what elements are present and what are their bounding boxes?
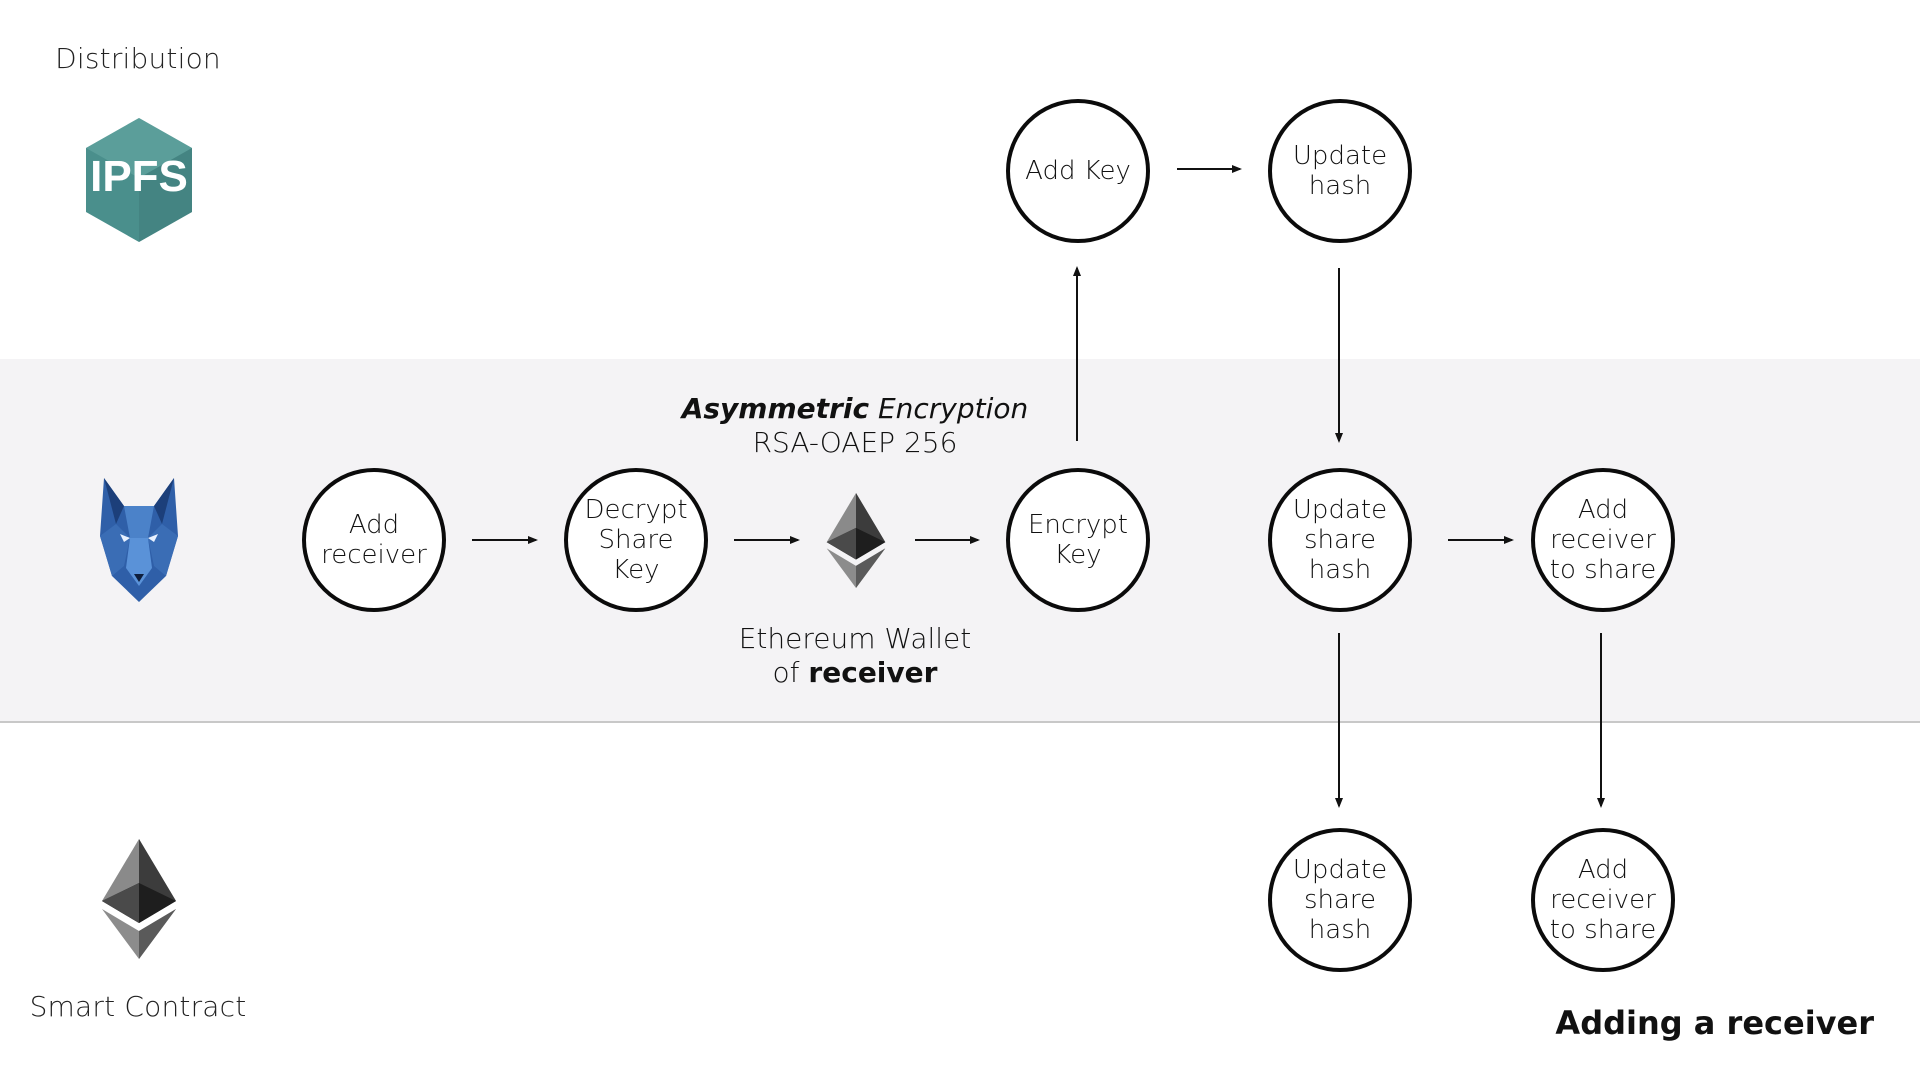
ethereum-wallet-icon: [826, 493, 886, 588]
node-add-key: Add Key: [1006, 99, 1150, 243]
encryption-algo-text: RSA-OAEP 256: [752, 426, 958, 459]
wallet-caption: Ethereum Wallet of receiver: [655, 622, 1055, 690]
wolf-logo-icon: [94, 476, 184, 604]
ipfs-logo-text: IPFS: [90, 152, 188, 201]
encryption-bold-text: Asymmetric: [681, 392, 870, 425]
node-update-share-hash-app: Update share hash: [1268, 468, 1412, 612]
encryption-caption: Asymmetric Encryption RSA-OAEP 256: [655, 392, 1055, 460]
node-update-share-hash-contract: Update share hash: [1268, 828, 1412, 972]
encryption-italic-text: Encryption: [869, 392, 1029, 425]
node-add-key-label: Add Key: [1025, 156, 1131, 186]
node-encrypt-key-label: Encrypt Key: [1028, 510, 1128, 570]
wallet-line2-bold: receiver: [808, 656, 938, 689]
ethereum-logo-icon: [102, 839, 176, 959]
node-decrypt-share-key: Decrypt Share Key: [564, 468, 708, 612]
node-add-receiver-to-share-app-label: Add receiver to share: [1549, 495, 1657, 585]
node-update-share-hash-contract-label: Update share hash: [1292, 855, 1388, 945]
wallet-line2-prefix: of: [772, 656, 809, 689]
node-decrypt-share-key-label: Decrypt Share Key: [584, 495, 688, 585]
lane-label-distribution: Distribution: [55, 42, 221, 75]
node-add-receiver-to-share-contract: Add receiver to share: [1531, 828, 1675, 972]
wallet-line1-text: Ethereum Wallet: [738, 622, 972, 655]
node-add-receiver-to-share-app: Add receiver to share: [1531, 468, 1675, 612]
node-add-receiver-to-share-contract-label: Add receiver to share: [1549, 855, 1657, 945]
diagram-title: Adding a receiver: [1555, 1004, 1874, 1042]
node-update-hash: Update hash: [1268, 99, 1412, 243]
node-encrypt-key: Encrypt Key: [1006, 468, 1150, 612]
node-update-share-hash-app-label: Update share hash: [1292, 495, 1388, 585]
ipfs-logo-icon: IPFS: [82, 115, 196, 245]
node-add-receiver: Add receiver: [302, 468, 446, 612]
lane-label-smart-contract: Smart Contract: [29, 990, 247, 1023]
node-add-receiver-label: Add receiver: [321, 510, 427, 570]
node-update-hash-label: Update hash: [1292, 141, 1388, 201]
